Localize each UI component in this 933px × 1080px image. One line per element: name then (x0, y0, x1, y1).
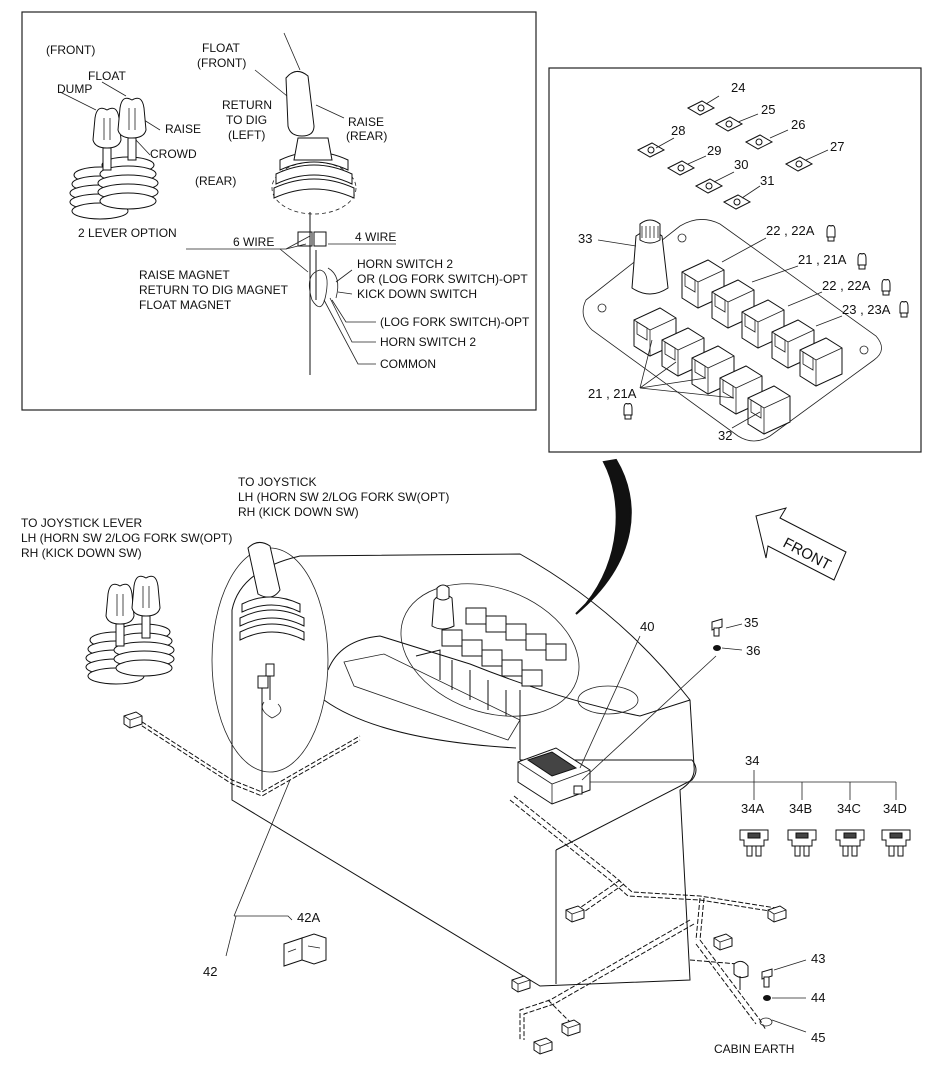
callout-27: 27 (830, 139, 844, 154)
return-label: RETURN (222, 98, 272, 112)
callout-40: 40 (640, 619, 654, 634)
bolt-43 (761, 968, 773, 988)
callout-23-23a: 23 , 23A (842, 302, 891, 317)
callout-25: 25 (761, 102, 775, 117)
console-switch-cluster (415, 584, 567, 760)
callout-43: 43 (811, 951, 825, 966)
crowd-label: CROWD (150, 147, 197, 161)
callout-29: 29 (707, 143, 721, 158)
callout-34b: 34B (789, 801, 812, 816)
connector-42a (283, 933, 327, 967)
cabin-earth-label: CABIN EARTH (714, 1042, 794, 1056)
rh-joystick-label: RH (KICK DOWN SW) (238, 505, 359, 519)
callout-42: 42 (203, 964, 217, 979)
to-dig-label: TO DIG (226, 113, 267, 127)
horn-switch-2b-label: HORN SWITCH 2 (380, 335, 476, 349)
two-lever-option-label: 2 LEVER OPTION (78, 226, 177, 240)
front-label: (FRONT) (46, 43, 95, 57)
callout-21-21a: 21 , 21A (798, 252, 847, 267)
left-label: (LEFT) (228, 128, 265, 142)
callout-33: 33 (578, 231, 592, 246)
two-lever-assembly (59, 81, 161, 220)
horn-switch-2-label: HORN SWITCH 2 (357, 257, 453, 271)
wiring-harness (135, 717, 777, 1040)
callout-21-21a-b: 21 , 21A (588, 386, 637, 401)
joystick-detail-frame (21, 11, 537, 411)
two-lever-unit (85, 575, 175, 685)
fuse-34b (787, 829, 817, 857)
callout-22-22a: 22 , 22A (766, 223, 815, 238)
ring-terminal-45 (759, 1017, 773, 1027)
rear-label: (REAR) (195, 174, 236, 188)
ground-stud (733, 960, 749, 990)
callout-45: 45 (811, 1030, 825, 1045)
float-top-label: FLOAT (202, 41, 240, 55)
callout-30: 30 (734, 157, 748, 172)
lh-lever-label: LH (HORN SW 2/LOG FORK SW(OPT) (21, 531, 232, 545)
fuse-34c (835, 829, 865, 857)
six-wire-label: 6 WIRE (233, 235, 274, 249)
float-magnet-label: FLOAT MAGNET (139, 298, 232, 312)
washer-44 (763, 995, 771, 1001)
switch-panel-plate (582, 219, 882, 442)
rh-lever-label: RH (KICK DOWN SW) (21, 546, 142, 560)
to-joystick-lever-label: TO JOYSTICK LEVER (21, 516, 142, 530)
callout-22-22a-b: 22 , 22A (822, 278, 871, 293)
kick-down-label: KICK DOWN SWITCH (357, 287, 477, 301)
callout-34d: 34D (883, 801, 907, 816)
callout-36: 36 (746, 643, 760, 658)
lh-joystick-label: LH (HORN SW 2/LOG FORK SW(OPT) (238, 490, 449, 504)
fuse-34d (881, 829, 911, 857)
detail-pointer-arrow (575, 458, 632, 615)
fuse-leader-lines (590, 770, 897, 800)
float-label: FLOAT (88, 69, 126, 83)
front-direction-arrow (755, 507, 847, 581)
switch-panel-frame (548, 67, 922, 453)
callout-42a: 42A (297, 910, 320, 925)
bolt-35 (711, 618, 723, 637)
common-label: COMMON (380, 357, 436, 371)
fuse-34a (739, 829, 769, 857)
return-magnet-label: RETURN TO DIG MAGNET (139, 283, 289, 297)
washer-36 (713, 645, 721, 651)
raise-magnet-label: RAISE MAGNET (139, 268, 230, 282)
callout-28: 28 (671, 123, 685, 138)
callout-24: 24 (731, 80, 745, 95)
single-joystick (254, 32, 357, 375)
callout-31: 31 (760, 173, 774, 188)
callout-32: 32 (718, 428, 732, 443)
callout-34c: 34C (837, 801, 861, 816)
callout-35: 35 (744, 615, 758, 630)
raise-right-label: RAISE (348, 115, 384, 129)
fuse-box (517, 747, 591, 805)
four-wire-label: 4 WIRE (355, 230, 396, 244)
dump-label: DUMP (57, 82, 92, 96)
console-joystick (239, 542, 305, 790)
callout-44: 44 (811, 990, 825, 1005)
to-joystick-label: TO JOYSTICK (238, 475, 316, 489)
indicator-lenses (637, 95, 829, 210)
raise-label: RAISE (165, 122, 201, 136)
log-fork-paren-label: (LOG FORK SWITCH)-OPT (380, 315, 530, 329)
callout-26: 26 (791, 117, 805, 132)
rear-right-label: (REAR) (346, 129, 387, 143)
log-fork-opt-label: OR (LOG FORK SWITCH)-OPT (357, 272, 528, 286)
callout-34: 34 (745, 753, 759, 768)
front-top-label: (FRONT) (197, 56, 246, 70)
callout-34a: 34A (741, 801, 764, 816)
